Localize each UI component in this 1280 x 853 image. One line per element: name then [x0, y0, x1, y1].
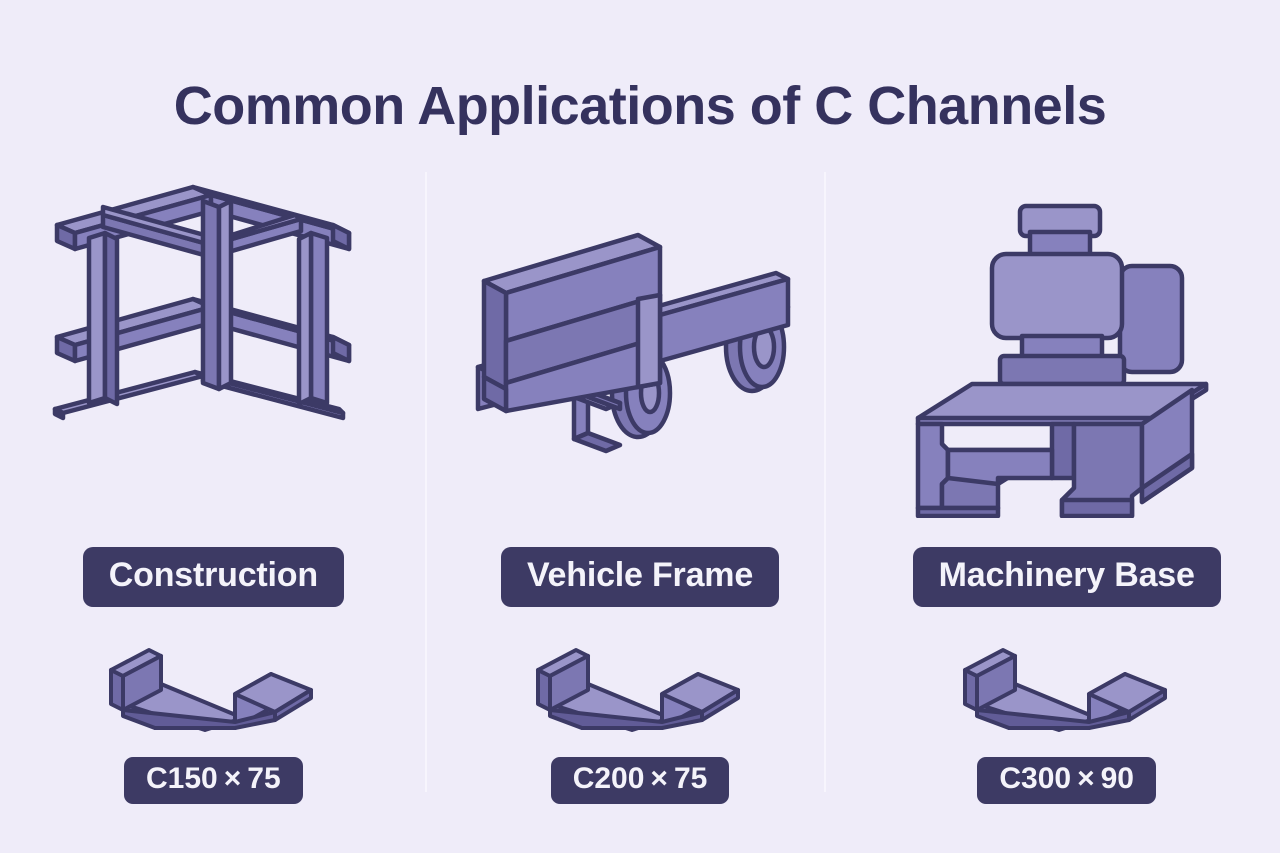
- badge-machinery-label[interactable]: Machinery Base: [912, 547, 1221, 607]
- c-channel-profile-illustration: [962, 648, 1167, 732]
- application-column-vehicle: Vehicle Frame: [427, 165, 854, 825]
- column-divider-1: [425, 172, 427, 792]
- c-channel-profile-illustration: [536, 648, 740, 732]
- page-title: Common Applications of C Channels: [173, 76, 1107, 136]
- c-channel-profile-illustration: [109, 648, 314, 732]
- machinery-spec-group: C300 × 90: [957, 629, 1177, 804]
- vehicle-chassis-frame-illustration: [475, 232, 791, 454]
- vehicle-illustration-area: [427, 165, 854, 545]
- badge-construction-spec[interactable]: C150 × 75: [124, 757, 303, 804]
- application-column-machinery: Machinery Base: [853, 165, 1280, 825]
- application-column-construction: Construction: [0, 165, 427, 825]
- badge-machinery-spec[interactable]: C300 × 90: [977, 757, 1156, 804]
- machinery-profile-area: [957, 629, 1177, 739]
- badge-construction-label[interactable]: Construction: [82, 547, 344, 607]
- construction-illustration-area: [0, 165, 427, 545]
- construction-profile-area: [103, 629, 323, 739]
- machinery-base-illustration: [915, 203, 1208, 518]
- vehicle-spec-group: C200 × 75: [530, 629, 750, 804]
- steel-building-frame-illustration: [53, 184, 352, 421]
- badge-vehicle-spec[interactable]: C200 × 75: [550, 757, 730, 804]
- machinery-illustration-area: [853, 165, 1280, 545]
- column-divider-2: [824, 172, 826, 792]
- construction-spec-group: C150 × 75: [103, 629, 323, 804]
- vehicle-profile-area: [530, 629, 750, 739]
- application-columns: Construction: [0, 165, 1280, 825]
- badge-vehicle-label[interactable]: Vehicle Frame: [500, 547, 780, 607]
